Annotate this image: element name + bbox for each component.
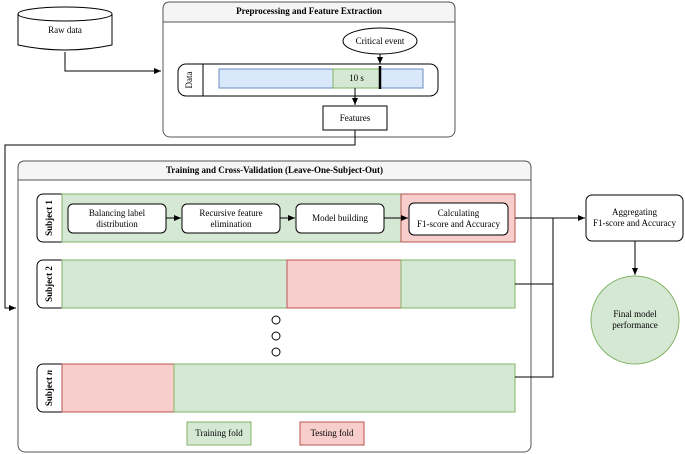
legend-testing-swatch	[299, 421, 365, 446]
subject-2-row	[36, 259, 516, 309]
legend-training-label: Training fold	[195, 428, 243, 438]
subject-1-label: Subject 1	[44, 200, 54, 236]
training-title: Training and Cross-Validation (Leave-One…	[165, 165, 384, 175]
ellipsis-dots	[271, 315, 281, 357]
calculating-label: Calculating F1-score and Accuracy	[417, 208, 500, 229]
legend-training-swatch	[186, 421, 252, 446]
preprocessing-title: Preprocessing and Feature Extraction	[236, 6, 382, 16]
data-label: Data	[184, 71, 194, 89]
aggregating-label: Aggregating F1-score and Accuracy	[593, 207, 676, 228]
subject-2-label: Subject 2	[44, 266, 54, 302]
window-label: 10 s	[349, 73, 364, 83]
final-performance-label: Final model performance	[612, 309, 658, 330]
subject-n-row	[36, 363, 516, 413]
connectors	[4, 52, 638, 378]
legend-testing-label: Testing fold	[310, 428, 354, 438]
critical-event-label: Critical event	[355, 35, 405, 46]
raw-data-label: Raw data	[48, 24, 82, 35]
balancing-label: Balancing label distribution	[88, 207, 146, 229]
raw-data-cylinder	[17, 6, 113, 51]
calculating-box	[408, 202, 509, 236]
model-building-label: Model building	[312, 213, 368, 223]
subject-n-label: Subject n	[44, 369, 54, 407]
features-label: Features	[339, 112, 371, 123]
data-bar	[177, 63, 439, 97]
rfe-label: Recursive feature elimination	[199, 207, 263, 229]
final-performance-circle	[590, 275, 680, 365]
